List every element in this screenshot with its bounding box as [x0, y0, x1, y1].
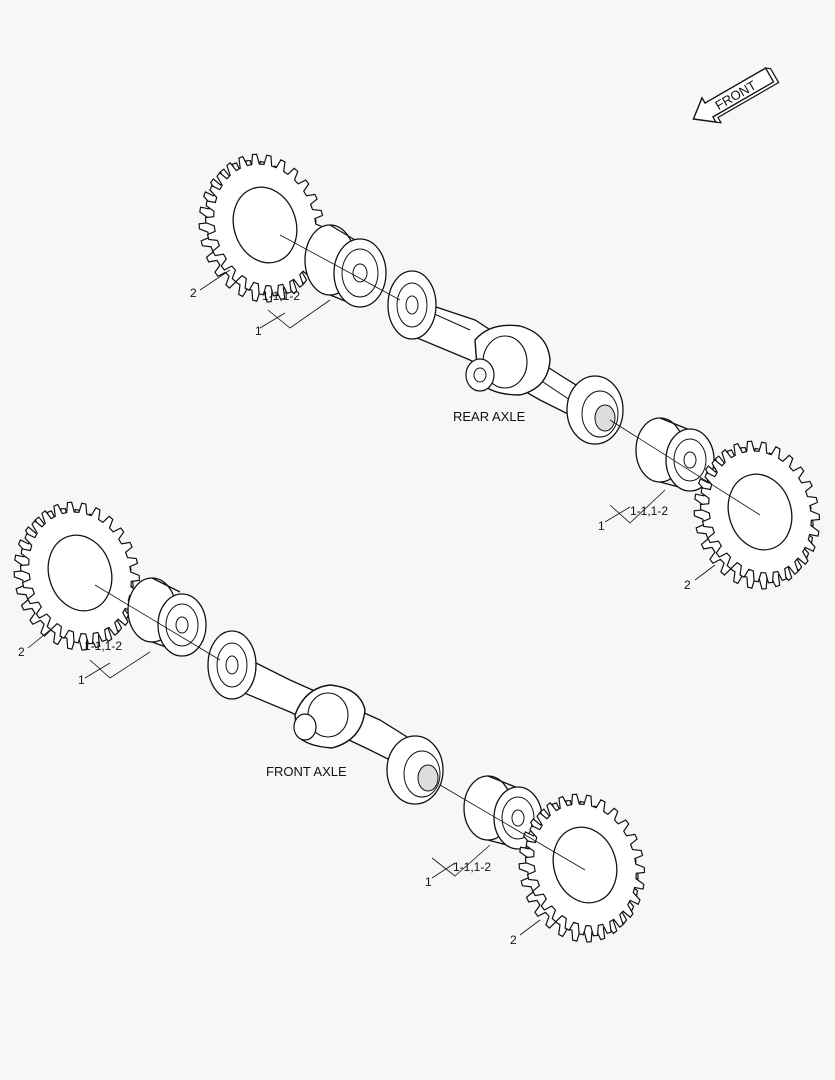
tire-bead: [727, 473, 793, 551]
rear-right-tire-callout: 2: [684, 578, 691, 592]
rear-axle-label: REAR AXLE: [453, 409, 526, 424]
front-axle-label: FRONT AXLE: [266, 764, 347, 779]
rear-left-tire: [198, 153, 326, 303]
rear-right-rim-callout: 1: [598, 519, 605, 533]
front-right-tire: [518, 793, 646, 943]
rear-left-rim: [304, 224, 387, 308]
front-arrow: FRONT: [692, 67, 780, 124]
rear-axle-assembly: 2 1 1-1,1-2 REAR AXLE 1 1-1,1-2 2: [190, 153, 821, 592]
front-left-tire-callout: 2: [18, 645, 25, 659]
front-right-rim-callout: 1: [425, 875, 432, 889]
front-left-rim-sub-callout: 1-1,1-2: [84, 639, 122, 653]
rear-left-rim-callout: 1: [255, 324, 262, 338]
front-right-tire-callout: 2: [510, 933, 517, 947]
front-left-tire: [13, 501, 141, 651]
rear-right-rim-sub-callout: 1-1,1-2: [630, 504, 668, 518]
rear-right-tire: [693, 440, 821, 590]
front-axle-housing: [207, 630, 444, 805]
front-axle-assembly: 2 1 1-1,1-2 FRONT AXLE 1 1-1,1-2 2: [13, 501, 646, 947]
rear-axle-housing: [387, 270, 624, 445]
tire-bead: [552, 826, 618, 904]
rear-left-tire-callout: 2: [190, 286, 197, 300]
rear-left-rim-sub-callout: 1-1,1-2: [262, 289, 300, 303]
front-right-rim-sub-callout: 1-1,1-2: [453, 860, 491, 874]
tire-bead: [47, 534, 113, 612]
rear-right-rim: [635, 417, 715, 492]
front-left-rim-callout: 1: [78, 673, 85, 687]
